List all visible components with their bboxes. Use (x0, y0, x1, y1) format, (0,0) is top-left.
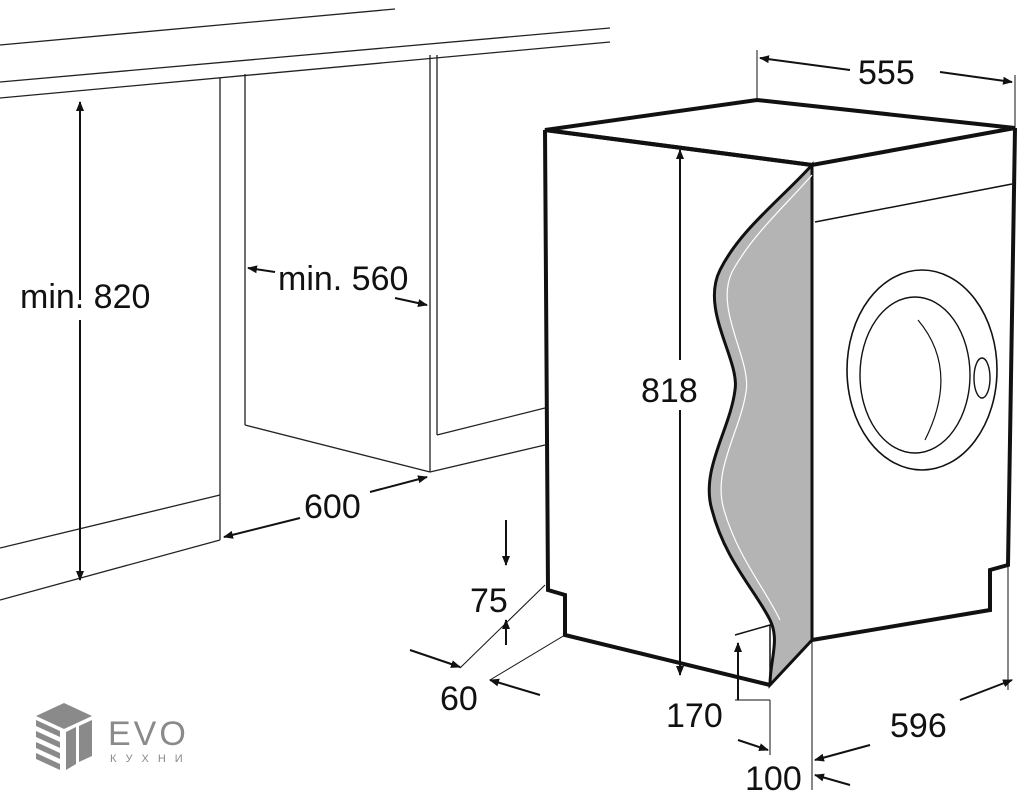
cutaway-panel (707, 161, 814, 689)
label-width-top: 555 (858, 54, 915, 92)
cube-icon (36, 703, 92, 770)
logo-brand: EVO (108, 715, 189, 753)
label-niche-depth: 600 (304, 488, 361, 526)
label-plinth-height: 75 (470, 582, 508, 620)
label-door-offset: 170 (666, 697, 723, 735)
label-plinth-depth: 60 (440, 680, 478, 718)
label-machine-width: 596 (890, 707, 947, 745)
logo-subtitle: КУХНИ (110, 753, 192, 765)
door-inner (859, 296, 971, 454)
door-outer (846, 269, 998, 471)
evo-logo: EVO КУХНИ (36, 703, 192, 770)
label-door-gap: 100 (745, 760, 802, 798)
dimension-lines (76, 50, 1016, 790)
label-min-height: min. 820 (20, 278, 150, 316)
kitchen-cabinets (0, 8, 611, 601)
washing-machine (543, 97, 1017, 689)
label-min-width: min. 560 (278, 260, 408, 298)
label-machine-height: 818 (641, 372, 698, 410)
